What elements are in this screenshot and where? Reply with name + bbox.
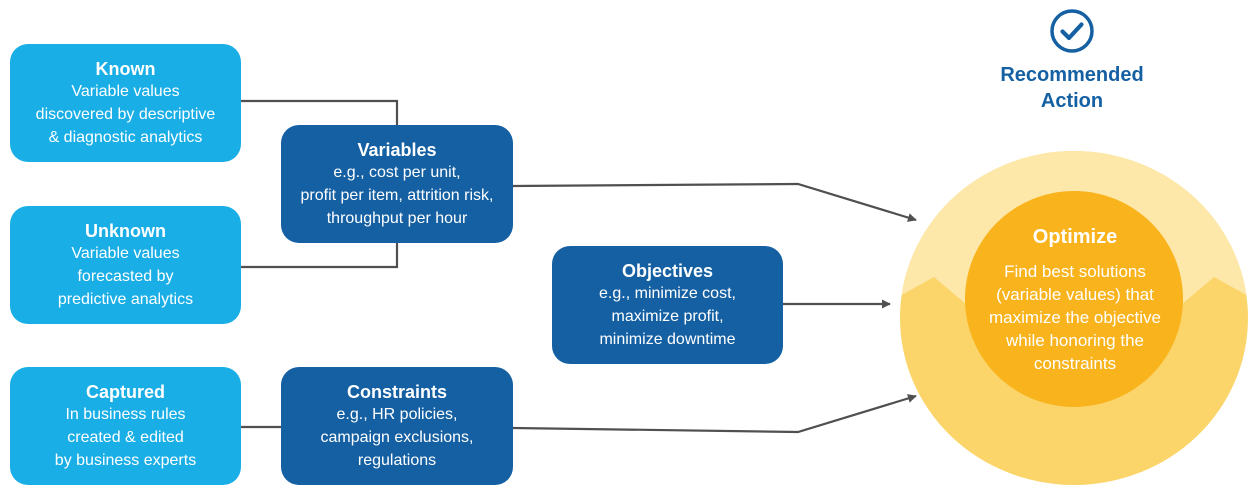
connector-known-variables [241,99,399,125]
known-line-2: discovered by descriptive [35,105,216,123]
optimize-line-2: (variable values) that [996,285,1154,304]
captured-box: Captured In business rules created & edi… [10,367,241,485]
captured-line-1: In business rules [65,405,186,423]
constraints-title: Constraints [346,381,447,402]
unknown-box: Unknown Variable values forecasted by pr… [10,206,241,324]
objectives-line-2: maximize profit, [611,307,724,325]
arrow-constraints-optimize [512,394,917,434]
recommended-title-line-1: Recommended [1000,64,1144,86]
known-line-1: Variable values [71,82,180,100]
variables-box: Variables e.g., cost per unit, profit pe… [281,125,513,243]
constraints-line-2: campaign exclusions, [320,428,474,446]
unknown-title: Unknown [85,220,166,241]
optimize-inner-circle [965,191,1183,407]
known-line-3: & diagnostic analytics [48,128,203,146]
objectives-line-3: minimize downtime [599,330,736,348]
recommended-title-line-2: Action [1040,90,1104,112]
recommended-action-title: Recommended Action [960,62,1184,114]
unknown-line-1: Variable values [71,244,180,262]
optimize-line-1: Find best solutions [1004,262,1146,281]
optimize-line-4: while honoring the [1006,331,1144,350]
constraints-line-3: regulations [357,451,437,469]
captured-title: Captured [85,381,165,402]
constraints-box: Constraints e.g., HR policies, campaign … [281,367,513,485]
optimize-text-block: Optimize Find best solutions (variable v… [965,222,1185,375]
objectives-box: Objectives e.g., minimize cost, maximize… [552,246,783,364]
captured-line-2: created & edited [67,428,184,446]
variables-line-1: e.g., cost per unit, [333,163,461,181]
unknown-line-2: forecasted by [77,267,174,285]
variables-line-3: throughput per hour [326,209,468,227]
known-box: Known Variable values discovered by desc… [10,44,241,162]
known-title: Known [95,58,156,79]
constraints-line-1: e.g., HR policies, [336,405,458,423]
optimize-line-5: constraints [1033,354,1117,373]
check-circle-icon [1050,9,1094,53]
unknown-line-3: predictive analytics [57,290,194,308]
optimize-circle [900,151,1248,485]
objectives-line-1: e.g., minimize cost, [599,284,736,302]
captured-line-3: by business experts [54,451,197,469]
objectives-title: Objectives [621,260,714,281]
variables-line-2: profit per item, attrition risk, [300,186,494,204]
arrow-variables-optimize [512,182,917,222]
variables-title: Variables [357,139,437,160]
optimize-title: Optimize [1032,226,1118,248]
connector-unknown-variables [241,243,399,269]
optimize-line-3: maximize the objective [989,308,1161,327]
